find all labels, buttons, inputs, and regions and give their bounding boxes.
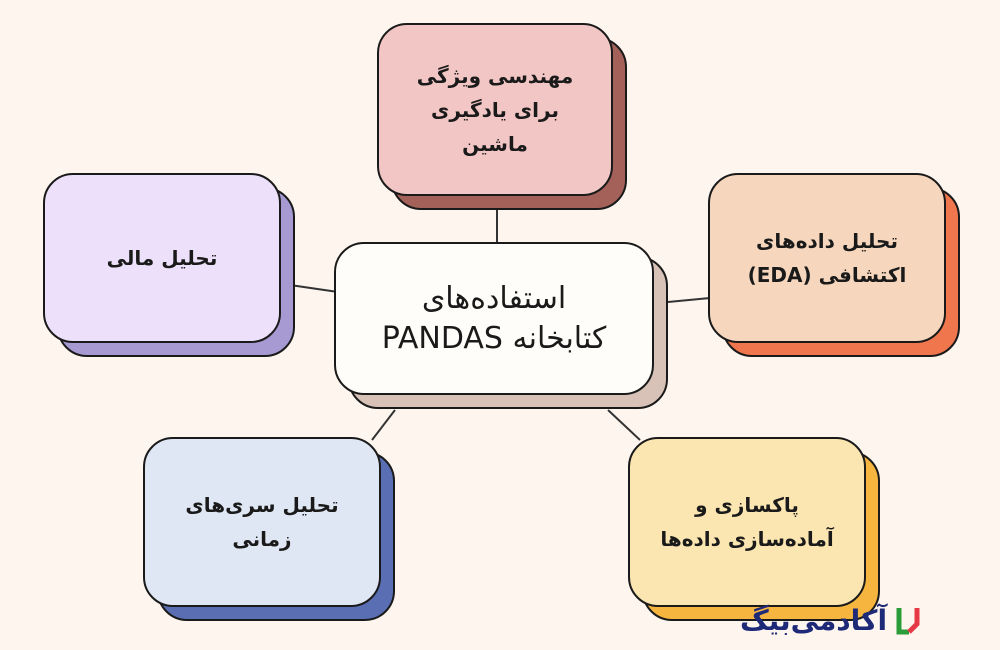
node-eda: تحلیل داده‌های اکتشافی (EDA) [708, 173, 960, 357]
connector-to-time-series [371, 409, 396, 441]
node-financial-analysis-label: تحلیل مالی [43, 173, 281, 343]
connector-to-financial-analysis [289, 284, 339, 293]
brand-logo: آکادمی‌بیگ [740, 600, 990, 640]
logo-mark-icon [896, 608, 920, 635]
node-center: استفاده‌های کتابخانه PANDAS [334, 242, 668, 409]
node-financial-analysis: تحلیل مالی [43, 173, 295, 357]
logo-text: آکادمی‌بیگ [740, 603, 888, 637]
node-time-series-label: تحلیل سری‌های زمانی [143, 437, 381, 607]
node-eda-label: تحلیل داده‌های اکتشافی (EDA) [708, 173, 946, 343]
node-feature-engineering: مهندسی ویژگی برای یادگیری ماشین [377, 23, 627, 210]
node-feature-engineering-label: مهندسی ویژگی برای یادگیری ماشین [377, 23, 613, 196]
node-time-series: تحلیل سری‌های زمانی [143, 437, 395, 621]
node-data-cleaning-label: پاکسازی و آماده‌سازی داده‌ها [628, 437, 866, 607]
node-data-cleaning: پاکسازی و آماده‌سازی داده‌ها [628, 437, 880, 621]
connector-to-eda [667, 297, 711, 303]
connector-to-data-cleaning [607, 409, 641, 441]
node-center-label: استفاده‌های کتابخانه PANDAS [334, 242, 654, 395]
